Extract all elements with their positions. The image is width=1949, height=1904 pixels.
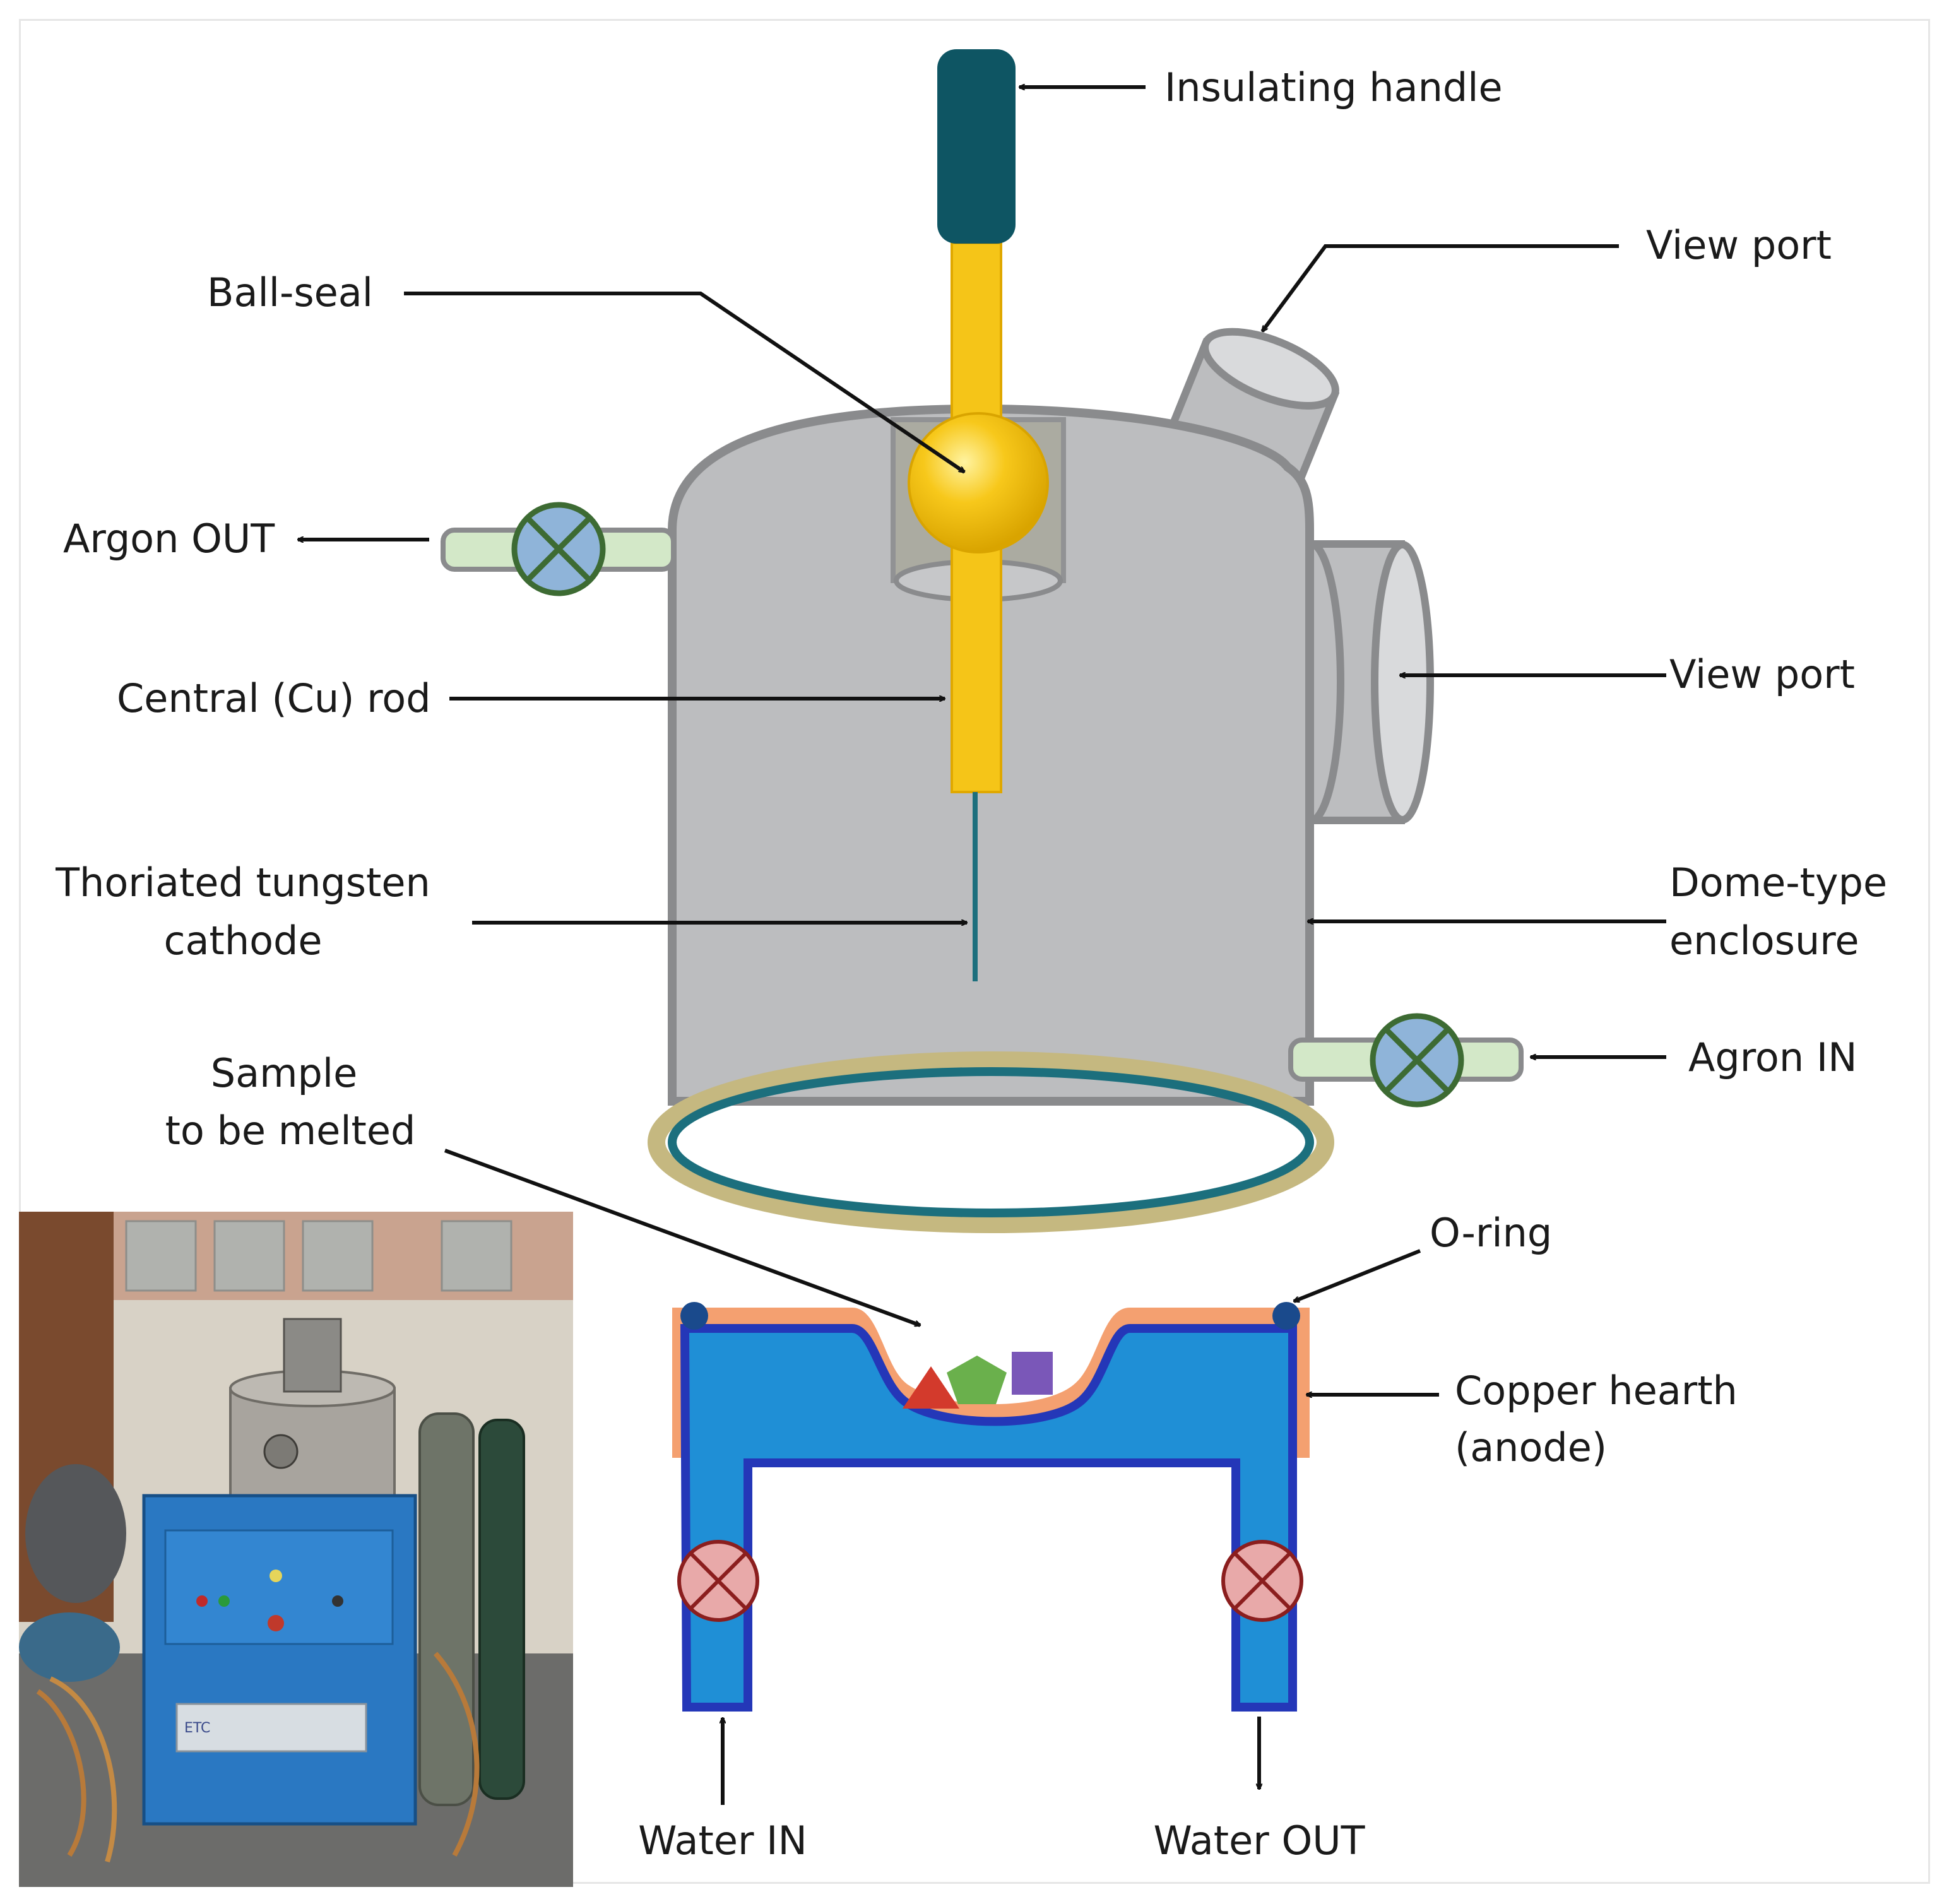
equipment-photo: ETC <box>19 1212 573 1887</box>
label-argon-out: Argon OUT <box>63 516 275 562</box>
enclosure-flange <box>648 1051 1334 1233</box>
arrow-o-ring <box>1294 1249 1421 1303</box>
sample-cube <box>1012 1352 1053 1395</box>
argon-out-valve-icon <box>511 502 606 596</box>
label-sample-line2: to be melted <box>165 1108 416 1154</box>
insulating-handle <box>937 49 1016 244</box>
photo-plate-text: ETC <box>184 1720 210 1736</box>
dome-enclosure <box>648 328 1434 1233</box>
labels: Insulating handle View port Ball-seal Ar… <box>55 64 1887 1864</box>
copper-hearth <box>672 1302 1310 1712</box>
hearth-water-channel <box>680 1324 1297 1712</box>
water-in-valve-icon <box>677 1540 759 1622</box>
label-cathode-line1: Thoriated tungsten <box>55 860 430 906</box>
ball-seal <box>908 412 1049 553</box>
o-ring-left <box>680 1302 708 1330</box>
label-enclosure-line1: Dome-type <box>1669 860 1887 906</box>
label-enclosure-line2: enclosure <box>1669 918 1859 964</box>
label-o-ring: O-ring <box>1430 1210 1552 1256</box>
argon-in-valve-icon <box>1370 1013 1464 1108</box>
electrode-assembly <box>908 49 1049 981</box>
label-insulating-handle: Insulating handle <box>1164 64 1503 110</box>
label-central-rod: Central (Cu) rod <box>117 675 431 721</box>
label-ball-seal: Ball-seal <box>207 269 373 316</box>
arrow-view-port-top <box>1260 244 1619 331</box>
water-out-valve-icon <box>1221 1540 1303 1622</box>
label-argon-in: Agron IN <box>1688 1034 1857 1080</box>
label-copper-hearth-line2: (anode) <box>1455 1424 1607 1470</box>
arrow-ball-seal <box>404 292 964 474</box>
o-ring-right <box>1272 1302 1300 1330</box>
argon-out-line <box>441 502 676 596</box>
label-view-port-side: View port <box>1669 651 1855 697</box>
label-copper-hearth-line1: Copper hearth <box>1455 1368 1738 1414</box>
leader-arrows <box>298 87 1666 1805</box>
label-water-out: Water OUT <box>1153 1818 1365 1864</box>
label-cathode-line2: cathode <box>163 918 322 964</box>
sample-pentagon <box>947 1356 1007 1404</box>
label-water-in: Water IN <box>638 1818 807 1864</box>
arrow-sample <box>444 1149 920 1327</box>
figure-frame <box>19 19 1930 1884</box>
label-sample-line1: Sample <box>211 1050 357 1096</box>
label-view-port-top: View port <box>1646 222 1832 268</box>
sample-triangle <box>903 1366 959 1409</box>
argon-in-line <box>1288 1013 1524 1108</box>
